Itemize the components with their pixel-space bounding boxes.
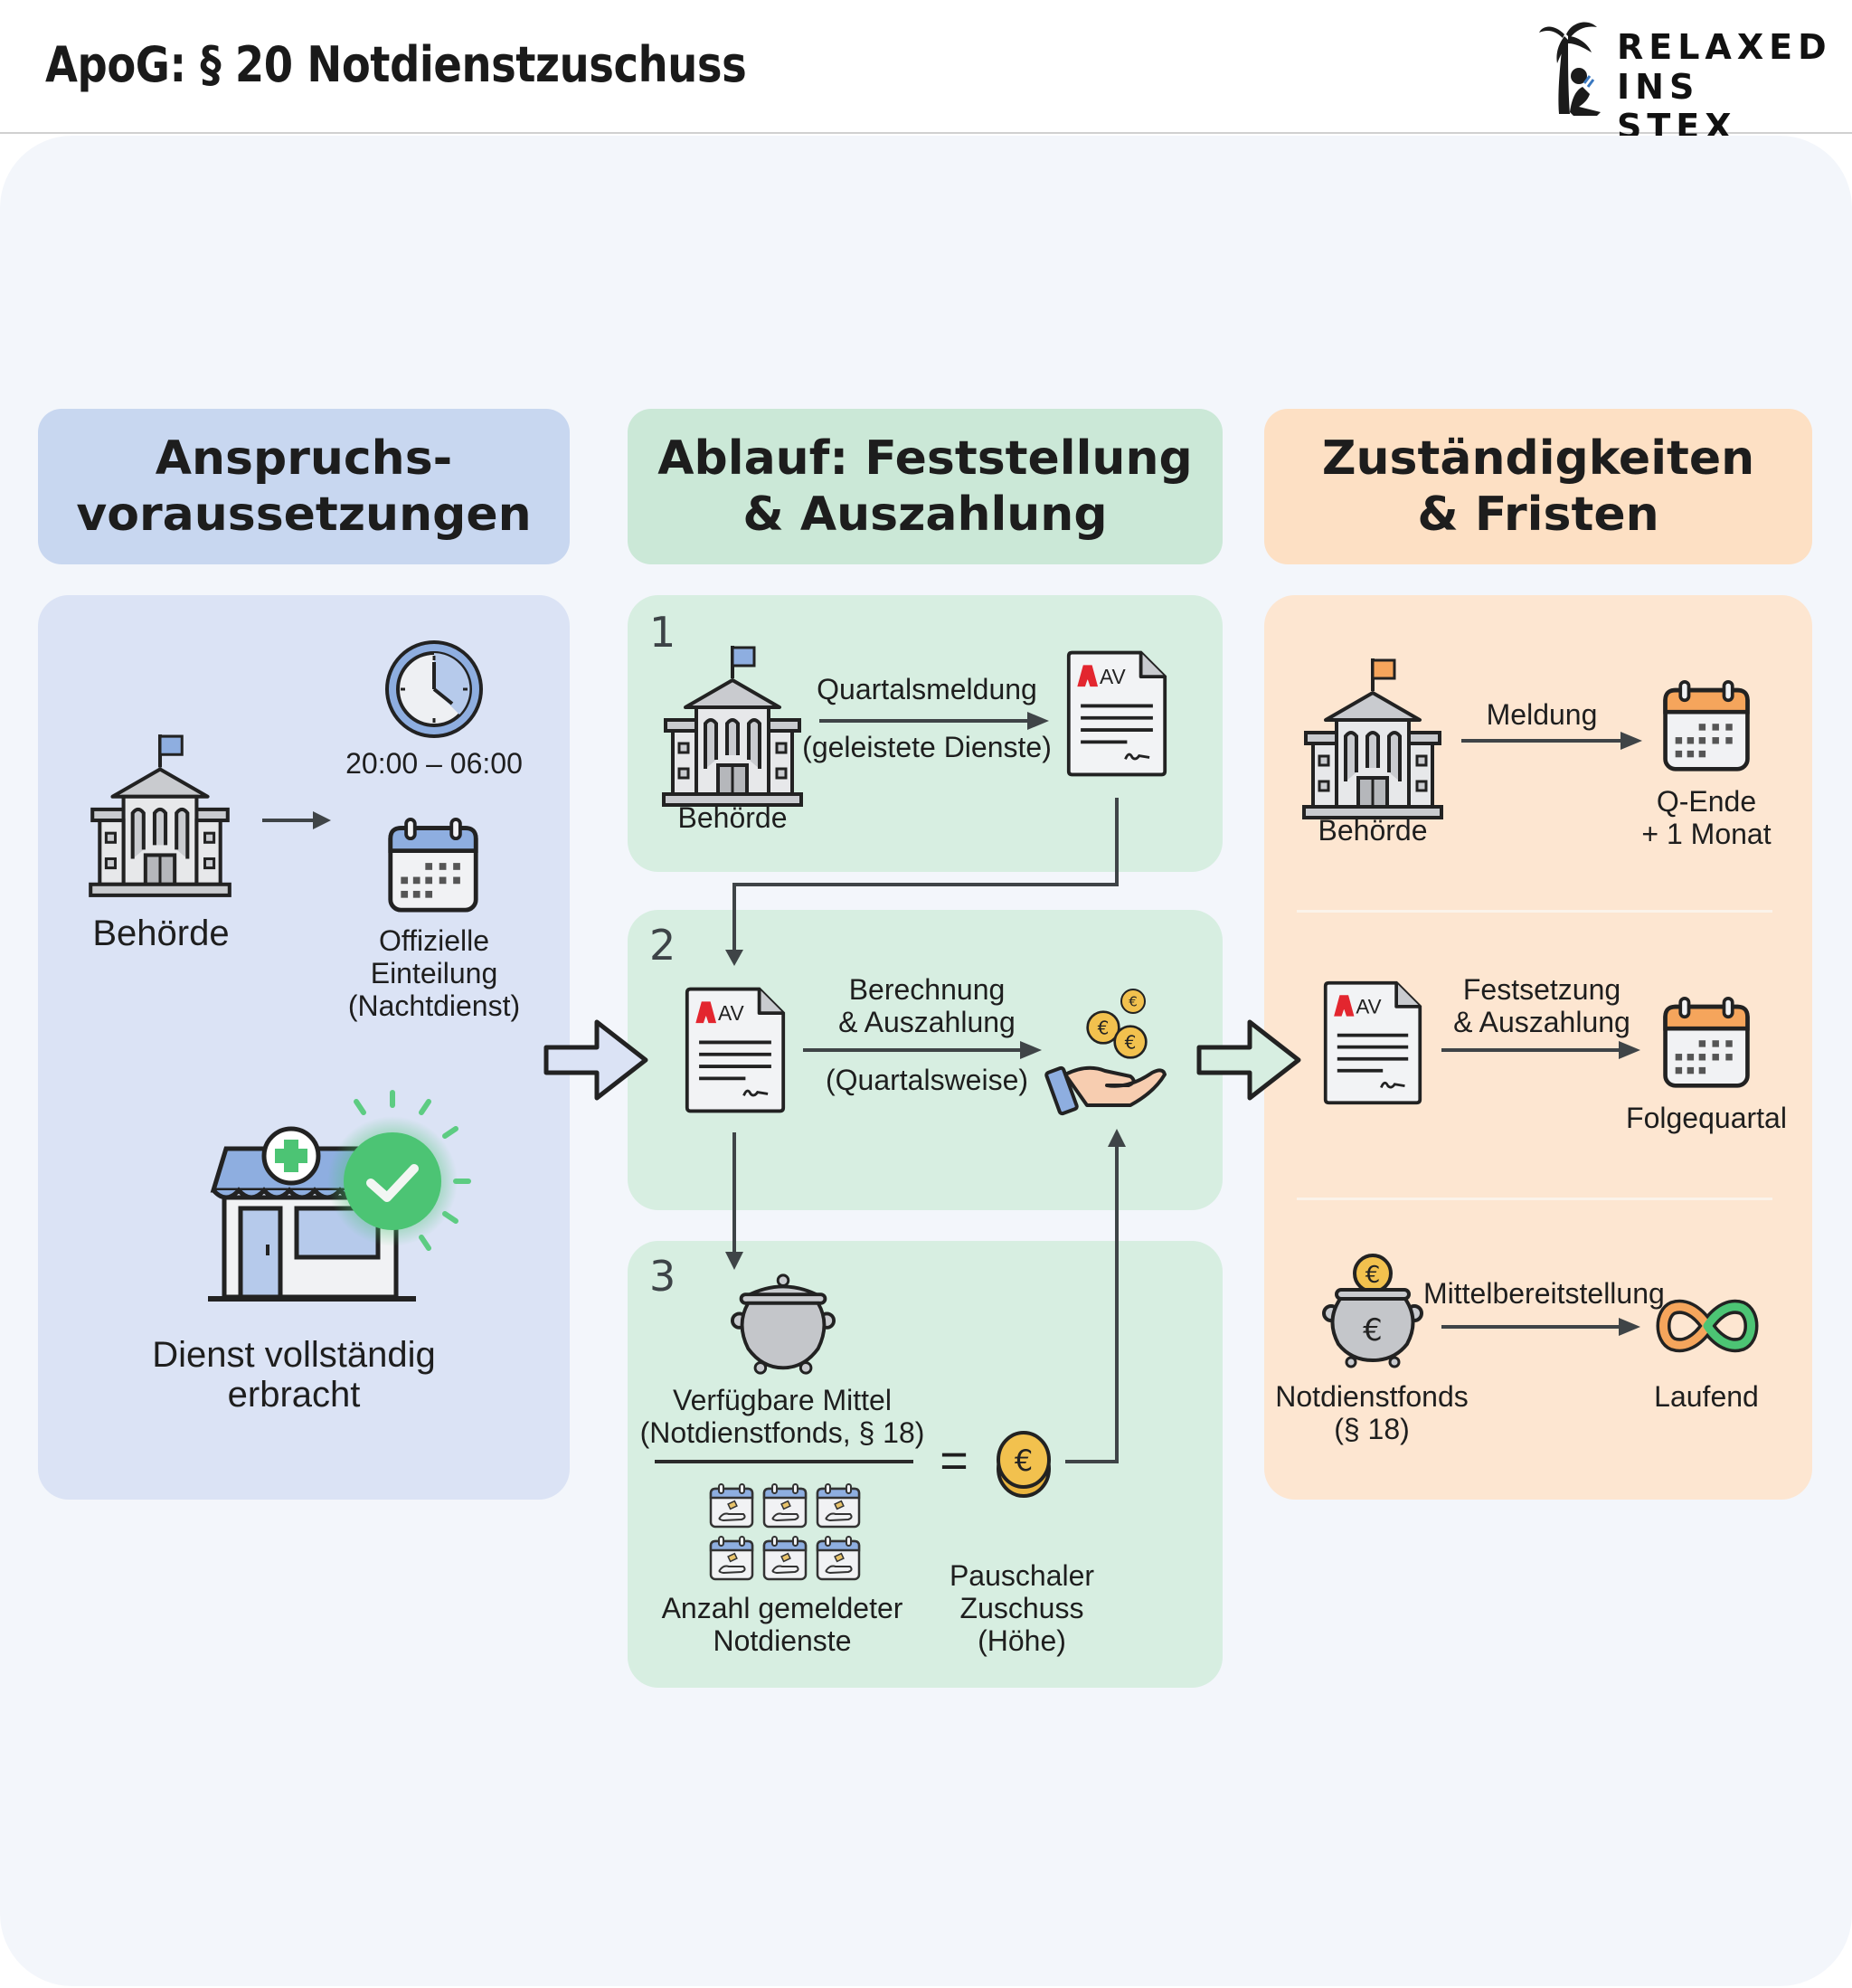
deadline-quarter-end: Q-Ende + 1 Monat	[1610, 785, 1803, 850]
service-calendar-icon	[709, 1536, 754, 1581]
coin-stack-icon: €	[997, 1431, 1051, 1498]
equals-sign: =	[940, 1434, 969, 1488]
column-title-line: Zuständigkeiten	[1321, 431, 1755, 486]
authority-label: Behörde	[92, 914, 230, 953]
arrow-right-icon	[803, 1041, 1042, 1059]
arrow-right-icon	[819, 712, 1049, 730]
service-calendar-icon	[709, 1483, 754, 1529]
calendar-icon	[1660, 680, 1753, 772]
emergency-fund-label: Notdienstfonds (§ 18)	[1266, 1380, 1478, 1445]
fund-pot-icon	[731, 1272, 836, 1377]
flow-arrow-to-responsibilities	[1196, 1019, 1301, 1101]
clock-icon	[385, 640, 483, 738]
assessment-label-line: Festsetzung	[1462, 973, 1621, 1006]
requirements-panel	[38, 595, 570, 1500]
fund-label-line: (§ 18)	[1334, 1413, 1410, 1445]
service-calendar-icon	[762, 1483, 808, 1529]
service-calendar-icon	[816, 1483, 861, 1529]
quarterly-report-sublabel: (geleistete Dienste)	[802, 731, 1052, 763]
row-divider	[1297, 910, 1772, 913]
authority-label: Behörde	[1318, 814, 1428, 847]
brand-logo[interactable]: RELAXED INS STEX	[1537, 16, 1827, 147]
svg-text:€: €	[1365, 1262, 1381, 1289]
night-time-range: 20:00 – 06:00	[345, 747, 523, 780]
checkmark-success-icon	[327, 1090, 471, 1251]
column-title-line: & Auszahlung	[742, 488, 1108, 542]
row-divider	[1297, 1198, 1772, 1200]
logo-text-line1: RELAXED	[1617, 27, 1832, 67]
calculation-label-line: & Auszahlung	[838, 1006, 1016, 1038]
step-number: 1	[649, 608, 676, 657]
service-label-line: Dienst vollständig	[152, 1335, 436, 1375]
authority-building-icon	[660, 642, 805, 814]
numerator-line: (Notdienstfonds, § 18)	[639, 1416, 925, 1449]
funds-provision-label: Mittelbereitstellung	[1423, 1277, 1665, 1310]
result-line: Pauschaler	[949, 1559, 1095, 1592]
column-header-requirements: Anspruchs-voraussetzungen	[38, 409, 570, 564]
service-calendar-icon	[762, 1536, 808, 1581]
calendar-icon	[385, 818, 481, 914]
column-title-line: & Fristen	[1417, 488, 1659, 542]
header: ApoG: § 20 Notdienstzuschuss RELAXED INS…	[0, 0, 1852, 147]
authority-building-icon	[78, 731, 242, 904]
deadline-line: Q-Ende	[1656, 785, 1757, 818]
deadline-line: + 1 Monat	[1641, 818, 1772, 850]
schedule-label-line: Einteilung	[370, 957, 498, 989]
schedule-label-line: (Nachtdienst)	[347, 989, 521, 1022]
arrow-right-icon	[1461, 732, 1642, 750]
column-title-line: Ablauf: Feststellung	[657, 431, 1193, 486]
service-label-line: erbracht	[227, 1375, 361, 1415]
step-number: 2	[649, 921, 676, 970]
authority-label: Behörde	[677, 801, 788, 834]
svg-text:€: €	[1015, 1444, 1033, 1478]
flat-subsidy-label: Pauschaler Zuschuss (Höhe)	[931, 1559, 1112, 1657]
infinity-ongoing-icon	[1656, 1299, 1759, 1353]
column-header-process: Ablauf: Feststellung& Auszahlung	[628, 409, 1223, 564]
calculation-label-line: Berechnung	[848, 973, 1006, 1006]
denominator-line: Notdienste	[713, 1624, 852, 1657]
fund-label-line: Notdienstfonds	[1275, 1380, 1469, 1413]
step-number: 3	[649, 1252, 676, 1301]
process-step-3-panel	[628, 1241, 1223, 1688]
av-document-icon	[1065, 646, 1168, 781]
arrow-right-icon	[1441, 1318, 1640, 1336]
available-funds-label: Verfügbare Mittel (Notdienstfonds, § 18)	[633, 1384, 931, 1449]
schedule-label: Offizielle Einteilung (Nachtdienst)	[335, 924, 534, 1022]
reported-services-grid	[709, 1483, 863, 1585]
service-calendar-icon	[816, 1536, 861, 1581]
schedule-label-line: Offizielle	[378, 924, 490, 957]
palm-tree-reader-icon	[1539, 22, 1601, 116]
column-title-line: voraussetzungen	[76, 488, 532, 542]
fraction-bar	[655, 1460, 913, 1463]
calculation-payout-label: Berechnung & Auszahlung	[796, 973, 1058, 1038]
arrow-right-icon	[262, 811, 331, 829]
authority-building-icon	[1300, 655, 1445, 827]
quarterly-report-label: Quartalsmeldung	[817, 673, 1037, 705]
svg-text:€: €	[1363, 1312, 1383, 1349]
fund-pot-euro-icon: € €	[1322, 1254, 1423, 1368]
deadline-following-quarter: Folgequartal	[1626, 1102, 1787, 1134]
hand-with-coins-icon	[1044, 989, 1167, 1116]
service-completed-label: Dienst vollständig erbracht	[136, 1335, 452, 1415]
av-document-icon	[684, 982, 787, 1118]
assessment-payout-label: Festsetzung & Auszahlung	[1438, 973, 1646, 1038]
column-header-responsibilities: Zuständigkeiten& Fristen	[1264, 409, 1812, 564]
arrow-right-icon	[1441, 1041, 1640, 1059]
report-label: Meldung	[1486, 698, 1598, 731]
numerator-line: Verfügbare Mittel	[673, 1384, 892, 1416]
av-document-icon	[1322, 975, 1423, 1111]
page-title: ApoG: § 20 Notdienstzuschuss	[45, 36, 747, 93]
column-title-line: Anspruchs-	[155, 431, 453, 486]
ongoing-label: Laufend	[1654, 1380, 1759, 1413]
logo-text-line2: INS STEX	[1617, 67, 1737, 147]
result-line: (Höhe)	[978, 1624, 1066, 1657]
calendar-icon	[1660, 997, 1753, 1089]
flow-arrow-to-process	[543, 1019, 648, 1101]
denominator-line: Anzahl gemeldeter	[661, 1592, 903, 1624]
quarterly-sublabel: (Quartalsweise)	[825, 1064, 1029, 1096]
assessment-label-line: & Auszahlung	[1453, 1006, 1630, 1038]
result-line: Zuschuss	[959, 1592, 1084, 1624]
reported-services-label: Anzahl gemeldeter Notdienste	[642, 1592, 922, 1657]
